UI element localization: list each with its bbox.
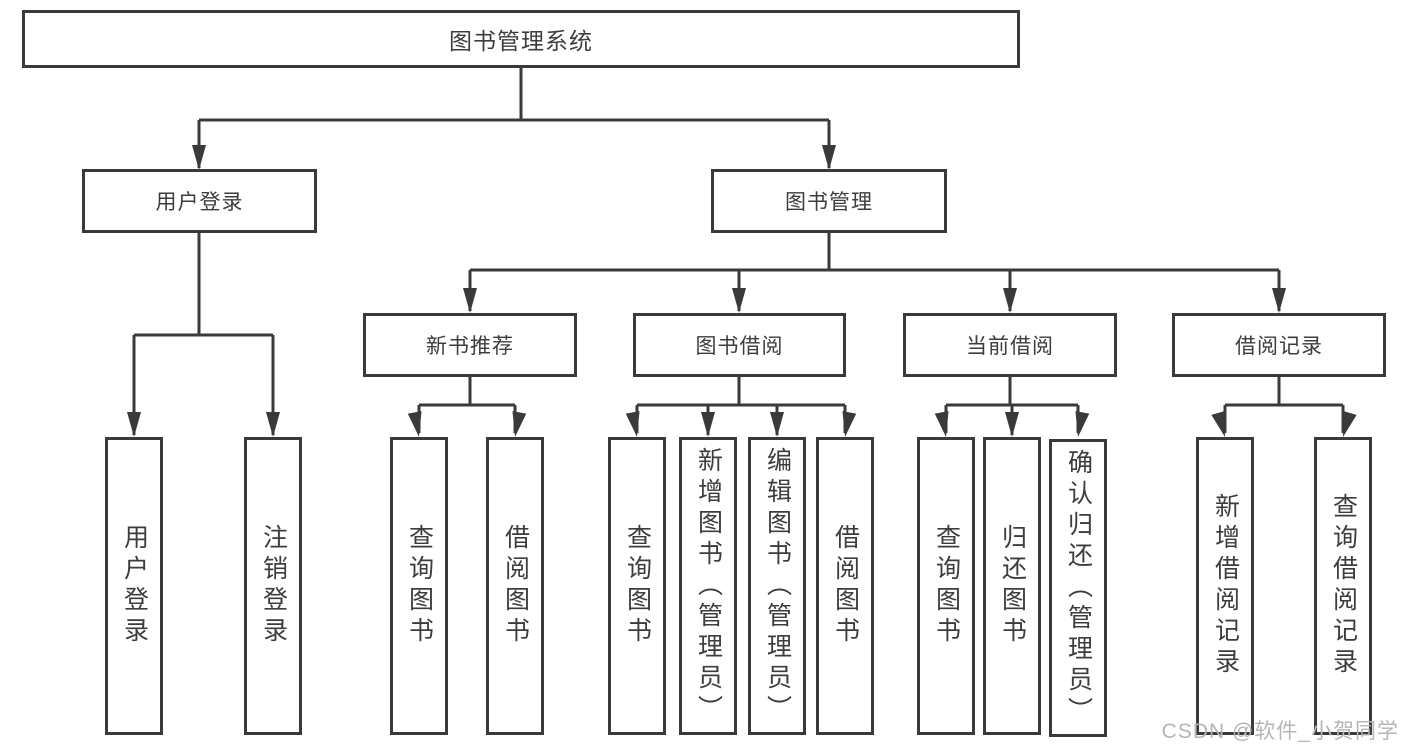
node-new-book-recommend: 新书推荐	[363, 313, 577, 377]
leaf-add-borrow-record-label: 新增借阅记录	[1211, 493, 1240, 679]
leaf-borrow-books-recommend: 借阅图书	[486, 437, 544, 735]
leaf-borrow-books-recommend-label: 借阅图书	[501, 524, 530, 648]
leaf-query-books-borrow: 查询图书	[608, 437, 666, 735]
leaf-query-books-current: 查询图书	[917, 437, 975, 735]
leaf-query-borrow-record-label: 查询借阅记录	[1329, 493, 1358, 679]
leaf-add-book-admin-label: 新增图书（管理员）	[694, 446, 723, 726]
leaf-query-borrow-record: 查询借阅记录	[1314, 437, 1372, 735]
leaf-add-borrow-record: 新增借阅记录	[1196, 437, 1254, 735]
node-book-borrow-label: 图书借阅	[695, 335, 784, 358]
node-current-borrow: 当前借阅	[903, 313, 1117, 377]
leaf-query-books-borrow-label: 查询图书	[623, 524, 652, 648]
leaf-add-book-admin: 新增图书（管理员）	[679, 437, 737, 735]
leaf-edit-book-admin-label: 编辑图书（管理员）	[763, 446, 792, 726]
leaf-query-books-current-label: 查询图书	[932, 524, 961, 648]
node-root: 图书管理系统	[22, 10, 1020, 68]
leaf-logout-label: 注销登录	[259, 524, 288, 648]
leaf-user-login: 用户登录	[105, 437, 163, 735]
node-current-borrow-label: 当前借阅	[966, 335, 1054, 358]
node-borrow-records: 借阅记录	[1172, 313, 1386, 377]
leaf-borrow-books-borrow-label: 借阅图书	[831, 524, 860, 648]
node-user-login-label: 用户登录	[155, 191, 244, 214]
leaf-user-login-label: 用户登录	[120, 524, 149, 648]
leaf-query-books-recommend-label: 查询图书	[405, 524, 434, 648]
leaf-return-book-label: 归还图书	[998, 524, 1027, 648]
node-book-management-label: 图书管理	[785, 191, 873, 214]
node-new-book-recommend-label: 新书推荐	[426, 335, 514, 358]
leaf-query-books-recommend: 查询图书	[390, 437, 448, 735]
csdn-watermark: CSDN @软件_小贺同学	[1161, 720, 1399, 743]
leaf-confirm-return-admin-label: 确认归还（管理员）	[1064, 448, 1093, 728]
leaf-logout: 注销登录	[244, 437, 302, 735]
node-borrow-records-label: 借阅记录	[1235, 335, 1323, 358]
node-book-management: 图书管理	[711, 169, 947, 233]
leaf-borrow-books-borrow: 借阅图书	[816, 437, 874, 735]
leaf-confirm-return-admin: 确认归还（管理员）	[1049, 439, 1107, 737]
node-book-borrow: 图书借阅	[633, 313, 846, 377]
leaf-return-book: 归还图书	[983, 437, 1041, 735]
leaf-edit-book-admin: 编辑图书（管理员）	[748, 437, 806, 735]
node-user-login: 用户登录	[82, 169, 317, 233]
node-root-label: 图书管理系统	[449, 28, 593, 54]
